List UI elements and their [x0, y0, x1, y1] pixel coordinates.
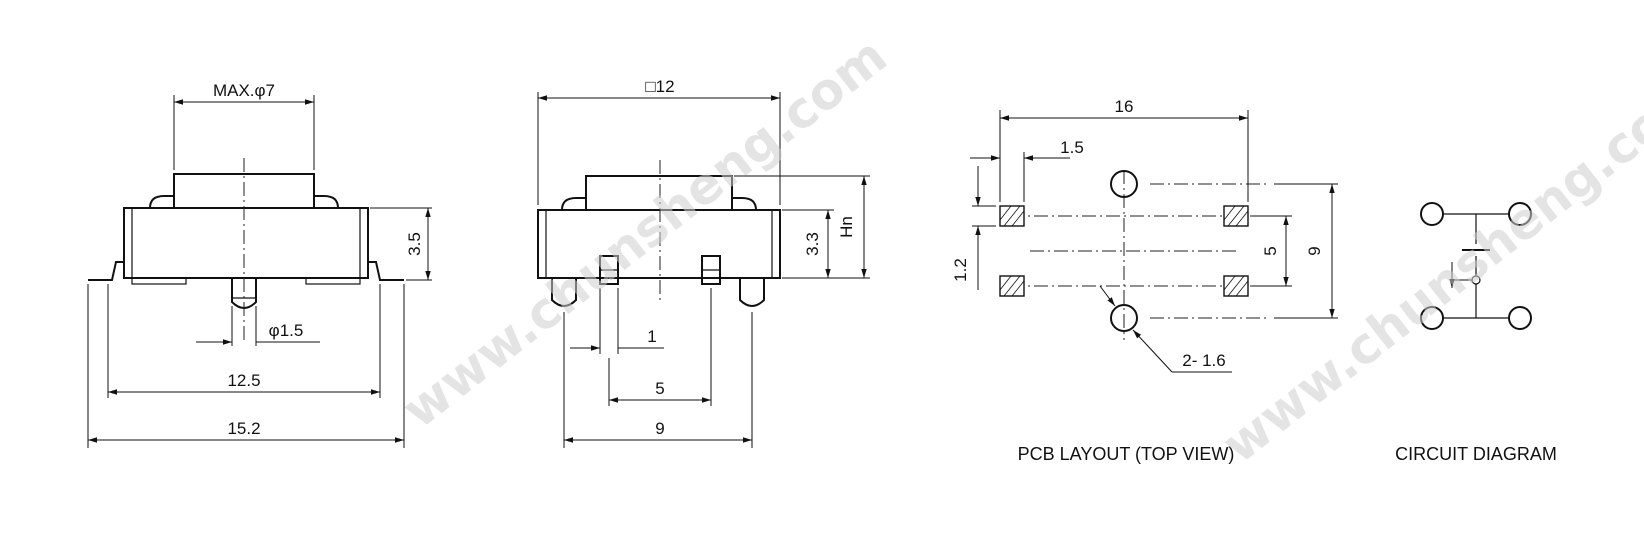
- front-cap-dim: MAX.φ7: [213, 81, 275, 100]
- front-lead-right: [368, 261, 404, 281]
- pcb-layout: 16 1.5 1.2 5 9 2- 1.6 PCB LAYOUT (TOP VI…: [951, 97, 1338, 464]
- side-view: □12 3.3 Hn 1 5 9: [537, 77, 870, 448]
- pcb-layout-title: PCB LAYOUT (TOP VIEW): [1018, 444, 1235, 464]
- front-body-width-dim: 12.5: [227, 371, 260, 390]
- watermarks: www.chunsheng.com www.chunsheng.com: [392, 26, 1644, 474]
- side-body: [537, 209, 781, 279]
- side-pin-width-dim: 1: [647, 327, 656, 346]
- side-post-left: [551, 278, 577, 307]
- side-pin-spacing-dim: 5: [655, 379, 664, 398]
- circuit-diagram-title: CIRCUIT DIAGRAM: [1395, 444, 1557, 464]
- front-view: MAX.φ7 3.5 φ1.5 12.5 15.2: [87, 81, 432, 448]
- front-total-width-dim: 15.2: [227, 419, 260, 438]
- front-body: [123, 207, 369, 279]
- front-bump-left: [149, 195, 174, 209]
- front-height-dim: 3.5: [405, 232, 424, 256]
- circuit-terminal-bottom-right: [1508, 306, 1532, 330]
- pcb-hole-bottom: [1110, 304, 1138, 332]
- pcb-pad-width-dim: 1.5: [1060, 138, 1084, 157]
- side-post-spacing-dim: 9: [655, 419, 664, 438]
- watermark-right: www.chunsheng.com: [1212, 61, 1644, 474]
- front-foot-right: [305, 277, 361, 285]
- side-body-dim: □12: [645, 77, 674, 96]
- pcb-pad-height-dim: 1.2: [951, 258, 970, 282]
- side-bump-right: [732, 197, 757, 211]
- pcb-pad-spacing-dim: 5: [1261, 246, 1280, 255]
- front-foot-left: [131, 277, 187, 285]
- circuit-diagram: CIRCUIT DIAGRAM: [1395, 202, 1557, 464]
- front-bump-right: [314, 195, 339, 209]
- side-post-right: [739, 278, 765, 307]
- pcb-hole-top: [1110, 170, 1138, 198]
- side-hn-dim: Hn: [837, 216, 856, 238]
- side-bump-left: [561, 197, 586, 211]
- pcb-hole-spacing-dim: 9: [1305, 246, 1324, 255]
- side-height-dim: 3.3: [803, 232, 822, 256]
- front-lead-left: [88, 261, 124, 281]
- pcb-hole-dim: 2- 1.6: [1182, 351, 1225, 370]
- circuit-terminal-top-left: [1420, 202, 1444, 226]
- pcb-width-dim: 16: [1115, 97, 1134, 116]
- front-pin-dim: φ1.5: [269, 321, 304, 340]
